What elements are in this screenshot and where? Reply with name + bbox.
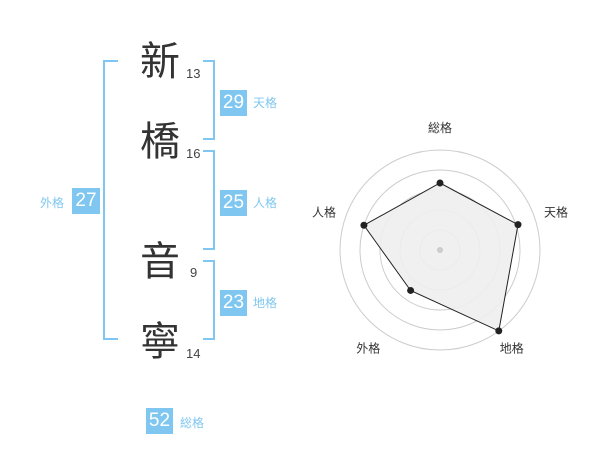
stroke-count-4: 14 xyxy=(186,346,201,361)
radar-point xyxy=(436,179,444,187)
radar-axis-label: 人格 xyxy=(312,204,336,219)
radar-point xyxy=(514,221,522,229)
radar-axis-label: 総格 xyxy=(428,120,452,135)
chikaku-label: 地格 xyxy=(253,296,278,310)
jinkaku-label: 人格 xyxy=(253,196,278,210)
radar-polygon xyxy=(363,182,519,332)
radar-ring xyxy=(359,169,521,331)
stroke-count-2: 16 xyxy=(186,146,201,161)
radar-point xyxy=(360,221,368,229)
name-char-1: 新 xyxy=(140,39,180,85)
soukaku-badge: 52 xyxy=(146,408,173,434)
stroke-count-3: 9 xyxy=(190,265,198,280)
jinkaku-bracket xyxy=(203,150,215,250)
radar-ring xyxy=(339,149,541,351)
name-char-3: 音 xyxy=(140,239,180,285)
radar-axis-label: 地格 xyxy=(500,341,524,356)
tenkaku-label: 天格 xyxy=(253,96,278,110)
jinkaku-badge: 25 xyxy=(220,190,247,216)
stroke-count-1: 13 xyxy=(186,66,201,81)
chikaku-bracket xyxy=(203,260,215,340)
chikaku-badge: 23 xyxy=(220,290,247,316)
tenkaku-bracket xyxy=(203,60,215,140)
gaikaku-label: 外格 xyxy=(40,196,65,210)
gaikaku-badge: 27 xyxy=(72,188,100,214)
gaikaku-bracket xyxy=(103,60,118,340)
soukaku-label: 総格 xyxy=(180,416,205,430)
tenkaku-badge: 29 xyxy=(220,90,247,116)
name-char-2: 橋 xyxy=(140,119,180,165)
radar-point xyxy=(407,286,415,294)
name-char-4: 寧 xyxy=(140,319,180,365)
radar-axis-label: 天格 xyxy=(544,204,568,219)
radar-point xyxy=(495,327,503,335)
radar-center xyxy=(437,247,443,253)
radar-axis-label: 外格 xyxy=(356,341,380,356)
